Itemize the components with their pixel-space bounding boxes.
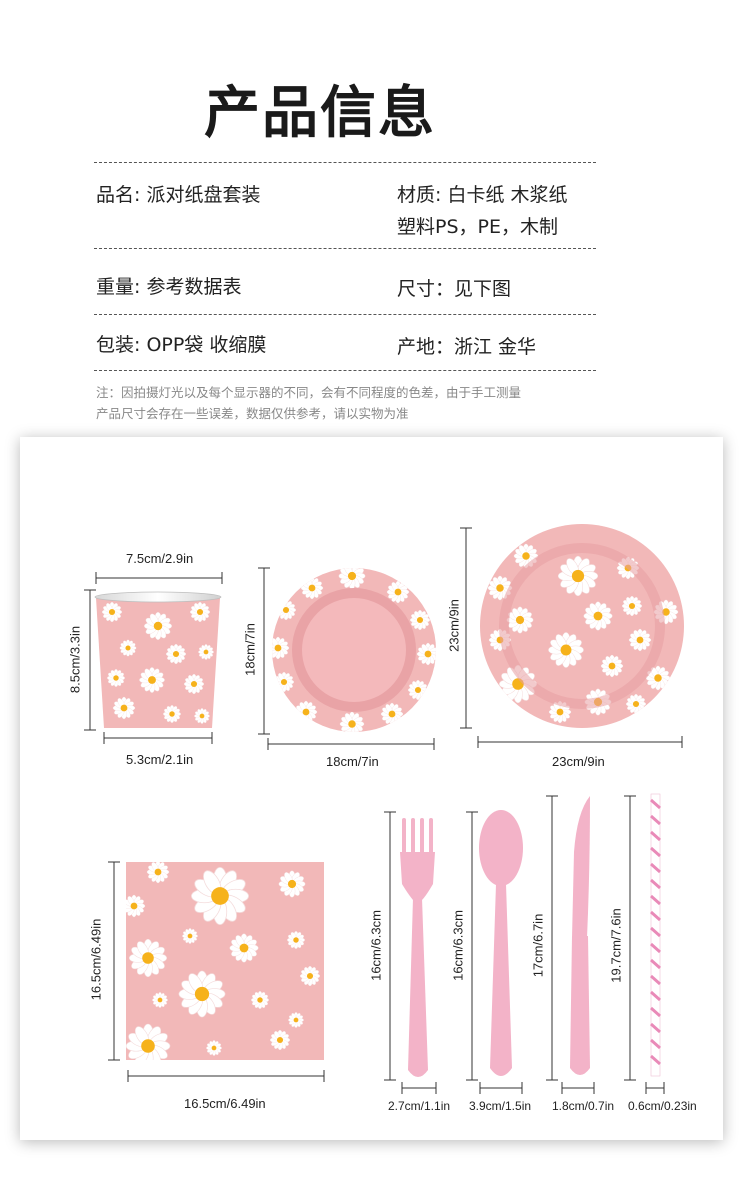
large-plate (480, 524, 684, 728)
straw-height-label: 19.7cm/7.6in (608, 908, 624, 983)
weight: 重量: 参考数据表 (96, 276, 242, 298)
spoon-width-label: 3.9cm/1.5in (469, 1099, 532, 1113)
dimension-lines (84, 527, 683, 1094)
product-name: 品名: 派对纸盘套装 (96, 184, 261, 206)
divider (94, 248, 596, 249)
cup-top-label: 7.5cm/2.9in (126, 551, 194, 566)
pink-fork (400, 818, 435, 1077)
cup-height-label: 8.5cm/3.3in (67, 625, 83, 694)
fork-width-label: 2.7cm/1.1in (388, 1099, 451, 1113)
note-line-2: 产品尺寸会存在一些误差，数据仅供参考，请以实物为准 (96, 406, 409, 421)
size: 尺寸：见下图 (397, 278, 512, 300)
fork-height-label: 16cm/6.3cm (368, 910, 384, 981)
paper-cup (94, 591, 222, 728)
page-title: 产品信息 (204, 81, 436, 146)
large-plate-height-label: 23cm/9in (446, 599, 462, 652)
cup-bottom-label: 5.3cm/2.1in (126, 752, 194, 767)
napkin-width-label: 16.5cm/6.49in (184, 1096, 266, 1111)
material-line-2: 塑料PS，PE，木制 (397, 216, 558, 238)
small-plate-height-label: 18cm/7in (242, 623, 258, 676)
napkin-height-label: 16.5cm/6.49in (88, 918, 104, 1001)
material-line-1: 材质: 白卡纸 木浆纸 (397, 184, 568, 206)
large-plate-width-label: 23cm/9in (552, 754, 605, 769)
straw-width-label: 0.6cm/0.23in (628, 1099, 697, 1113)
packaging: 包装: OPP袋 收缩膜 (96, 334, 267, 356)
small-plate-width-label: 18cm/7in (326, 754, 379, 769)
spoon-height-label: 16cm/6.3cm (450, 910, 466, 981)
small-plate (272, 568, 436, 732)
knife-height-label: 17cm/6.7in (530, 913, 546, 978)
pink-spoon (479, 810, 523, 1076)
note-line-1: 注：因拍摄灯光以及每个显示器的不同，会有不同程度的色差，由于手工测量 (96, 385, 522, 400)
striped-straw (650, 793, 661, 1077)
divider (94, 370, 596, 371)
knife-width-label: 1.8cm/0.7in (552, 1099, 615, 1113)
napkin (126, 862, 324, 1060)
divider (94, 314, 596, 315)
divider (94, 162, 596, 163)
pink-knife (570, 796, 590, 1075)
origin: 产地：浙江 金华 (397, 336, 537, 358)
